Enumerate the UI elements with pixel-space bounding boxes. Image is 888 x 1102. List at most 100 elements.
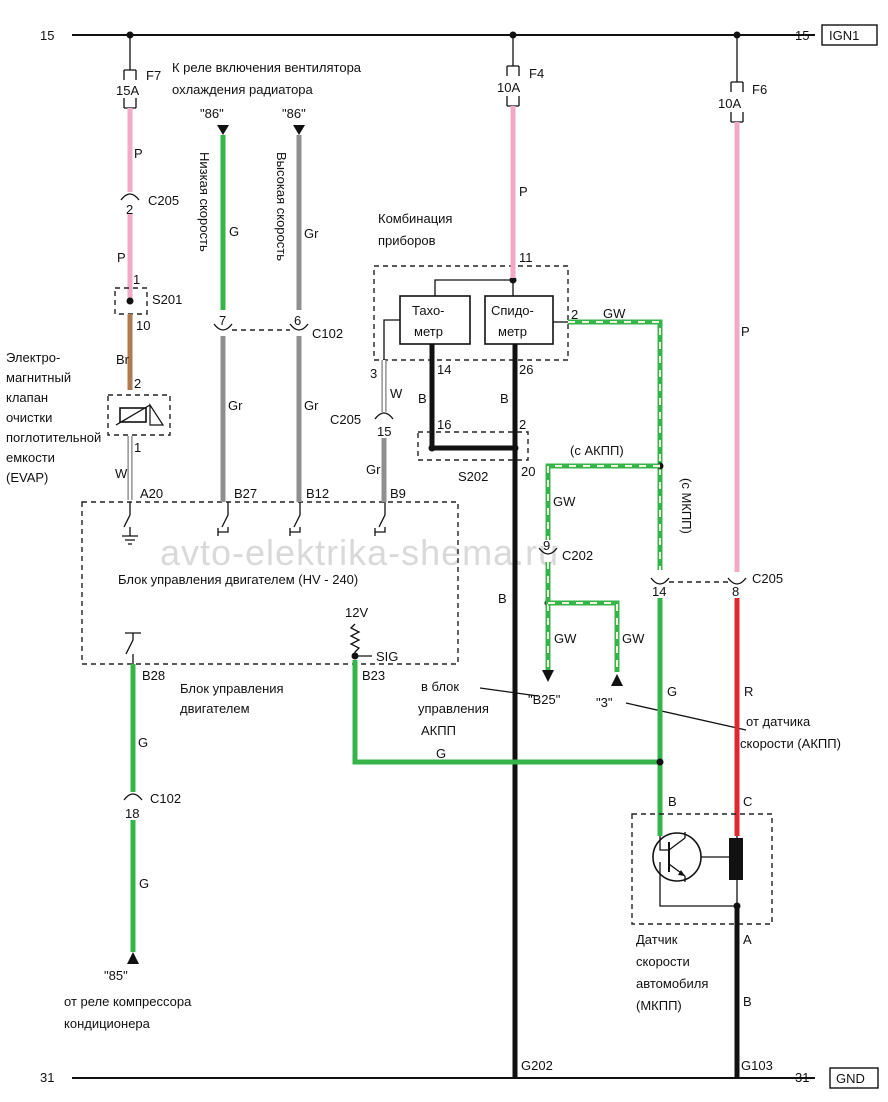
evap-valve: [107, 394, 171, 436]
t86-high: "86": [282, 106, 306, 121]
ecu-switch-b28: [125, 632, 141, 664]
wire-r-sensor-color: R: [744, 684, 753, 699]
s202-pin-2: 2: [519, 417, 526, 432]
svg-text:магнитный: магнитный: [6, 370, 71, 385]
power-label-right: 15: [795, 28, 809, 43]
gnd-label: GND: [836, 1071, 865, 1086]
s202-name: S202: [458, 469, 488, 484]
ecu-title: Блок управления двигателем (HV - 240): [118, 572, 358, 587]
g202-label: G202: [521, 1058, 553, 1073]
c205-b-name: C205: [330, 412, 361, 427]
ecu-label-2b: двигателем: [180, 701, 250, 716]
c102-a-name: C102: [312, 326, 343, 341]
ecu-switch-a20: [122, 502, 138, 545]
wire-gw-3-color: GW: [622, 631, 645, 646]
fan-relay-line2: охлаждения радиатора: [172, 82, 314, 97]
svg-text:АКПП: АКПП: [421, 723, 456, 738]
fuse-f6-name: F6: [752, 82, 767, 97]
ground-label-left: 31: [40, 1070, 54, 1085]
ign1-label: IGN1: [829, 28, 859, 43]
wire-b-speedo-color: B: [500, 391, 509, 406]
sensor-pin-c: C: [743, 794, 752, 809]
svg-text:клапан: клапан: [6, 390, 48, 405]
wire-g-sensor-color: G: [667, 684, 677, 699]
speed-sensor-text: Датчик скорости автомобиля (МКПП): [636, 932, 708, 1013]
svg-text:скорости (АКПП): скорости (АКПП): [740, 736, 841, 751]
cluster-pin-26: 26: [519, 362, 533, 377]
ecu-pin-a20: A20: [140, 486, 163, 501]
c102-pin-18: 18: [125, 806, 139, 821]
v12-label: 12V: [345, 605, 368, 620]
wire-gw-3-stripe: [548, 602, 618, 672]
sig-label: SIG: [376, 649, 398, 664]
svg-text:поглотительной: поглотительной: [6, 430, 101, 445]
s202-pin-20: 20: [521, 464, 535, 479]
wire-p-c205-color: P: [117, 250, 126, 265]
cluster-feed-node: [509, 276, 517, 284]
tacho-box: [399, 295, 471, 345]
tcu-leader: [479, 687, 539, 697]
wire-p-f7-color: P: [134, 146, 143, 161]
to-tcu-text: в блок управления АКПП: [418, 679, 489, 738]
s202-pin-16: 16: [437, 417, 451, 432]
gnd-box: [829, 1067, 879, 1089]
wire-g-low-color: G: [229, 224, 239, 239]
c205-pin-8: 8: [732, 584, 739, 599]
fuse-f7-rating: 15A: [116, 83, 139, 98]
power-label-left: 15: [40, 28, 54, 43]
ecu-pin-b23: B23: [362, 668, 385, 683]
svg-text:от реле компрессора: от реле компрессора: [64, 994, 192, 1009]
sensor-pin-a: A: [743, 932, 752, 947]
high-speed-label: Высокая скорость: [274, 152, 289, 261]
wire-b-tacho-color: B: [418, 391, 427, 406]
c102-b-name: C102: [150, 791, 181, 806]
wire-gr-high-color: Gr: [304, 226, 319, 241]
cluster-pin-3: 3: [370, 366, 377, 381]
cluster-label-2: приборов: [378, 233, 436, 248]
ecu-switch-b9: [374, 502, 386, 536]
cluster-pin-2: 2: [571, 307, 578, 322]
g103-label: G103: [741, 1058, 773, 1073]
speed-sensor-transistor: [652, 832, 737, 907]
t85-label: "85": [104, 968, 128, 983]
speed-sensor-coil: [729, 838, 743, 880]
fuse-f4-rating: 10A: [497, 80, 520, 95]
s202-node-a: [428, 444, 436, 452]
svg-text:Электро-: Электро-: [6, 350, 60, 365]
wire-gw-akpp-color: GW: [553, 494, 576, 509]
b25-arrow: [542, 670, 554, 682]
ign1-box: [821, 24, 878, 46]
wire-gw-main-stripe: [568, 321, 661, 570]
cluster-feed: [434, 279, 514, 296]
fuse-f7: [123, 69, 137, 109]
ecu-switch-b12: [289, 502, 301, 536]
akpp-label: (с АКПП): [570, 443, 624, 458]
watermark: avto-elektrika-shema.ru: [160, 532, 559, 573]
sensor-pin-b: B: [668, 794, 677, 809]
from-ac-text: от реле компрессора кондиционера: [64, 994, 192, 1031]
sensor-leader: [625, 702, 747, 731]
b23-node: [656, 758, 664, 766]
tacho-label-2: метр: [414, 324, 443, 339]
c102-pin-7: 7: [219, 313, 226, 328]
connector-c205-14: [650, 577, 670, 585]
speedo-label-1: Спидо-: [491, 303, 534, 318]
from-sensor-text: от датчика скорости (АКПП): [740, 714, 841, 751]
evap-pin-2: 2: [134, 376, 141, 391]
svg-text:очистки: очистки: [6, 410, 52, 425]
wire-g-ac-color: G: [139, 876, 149, 891]
s201-pin-1: 1: [133, 272, 140, 287]
wire-b-sensor-color: B: [743, 994, 752, 1009]
ecu-pin-b27: B27: [234, 486, 257, 501]
c202-name: C202: [562, 548, 593, 563]
t86-low-arrow: [217, 125, 229, 135]
ecu-box: [81, 501, 459, 665]
connector-c102-18: [123, 793, 143, 801]
c202-pin-9: 9: [543, 538, 550, 553]
c205-a-name: C205: [148, 193, 179, 208]
wire-p-f4-color: P: [519, 184, 528, 199]
wire-gw-b25-color: GW: [554, 631, 577, 646]
wire-g-b28-color: G: [138, 735, 148, 750]
connector-c205-8: [727, 577, 747, 585]
